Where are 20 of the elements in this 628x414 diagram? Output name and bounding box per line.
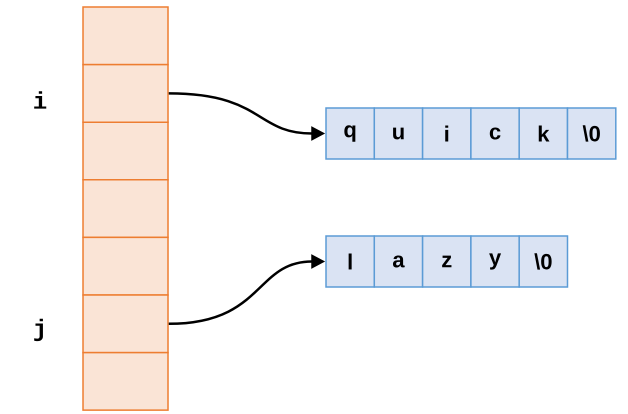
character-cell: a — [374, 235, 424, 288]
memory-cell — [82, 352, 169, 411]
memory-cell — [82, 121, 169, 181]
memory-cell — [82, 64, 169, 123]
variable-label: j — [34, 318, 43, 342]
character-cell: y — [470, 235, 520, 288]
memory-cell — [82, 6, 169, 66]
character-cell: \0 — [566, 107, 617, 160]
character-cell: q — [325, 107, 376, 160]
character-cell: c — [470, 107, 520, 160]
character-cell: \0 — [518, 235, 568, 288]
character-cell: k — [518, 107, 568, 160]
character-cell: l — [325, 235, 376, 288]
character-cell: i — [422, 107, 472, 160]
memory-cell — [82, 236, 169, 296]
memory-cell — [82, 179, 169, 238]
character-cell: z — [422, 235, 472, 288]
variable-label: i — [34, 91, 46, 109]
memory-cell — [82, 294, 169, 354]
character-cell: u — [374, 107, 424, 160]
